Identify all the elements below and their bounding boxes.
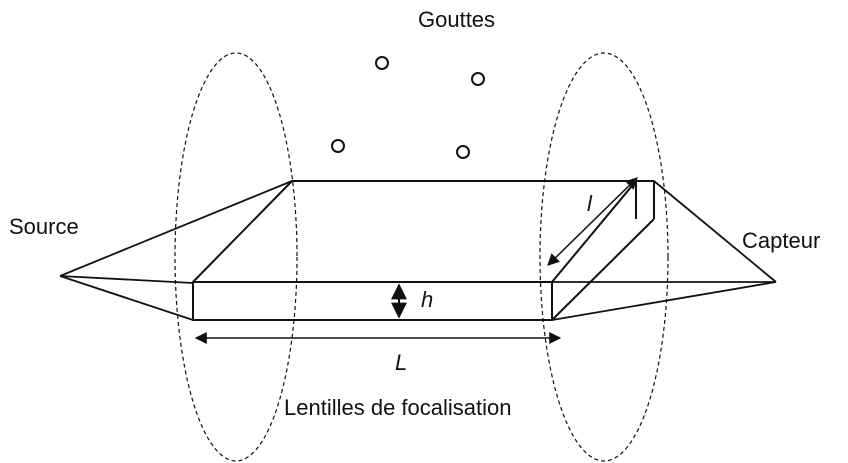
length-label: L <box>395 350 408 375</box>
droplet <box>331 139 345 153</box>
lenses-label: Lentilles de focalisation <box>284 395 512 420</box>
droplet <box>471 72 485 86</box>
width-arrow <box>547 177 638 266</box>
height-label: h <box>421 287 434 312</box>
droplet <box>375 56 389 70</box>
droplet <box>456 145 470 159</box>
source-label: Source <box>9 214 79 239</box>
droplets-label: Gouttes <box>418 7 496 32</box>
source-beam <box>59 180 293 321</box>
sensor-label: Capteur <box>742 228 821 253</box>
right-lens-ellipse <box>539 52 669 462</box>
left-lens-ellipse <box>174 52 298 462</box>
width-label: l <box>587 191 592 216</box>
